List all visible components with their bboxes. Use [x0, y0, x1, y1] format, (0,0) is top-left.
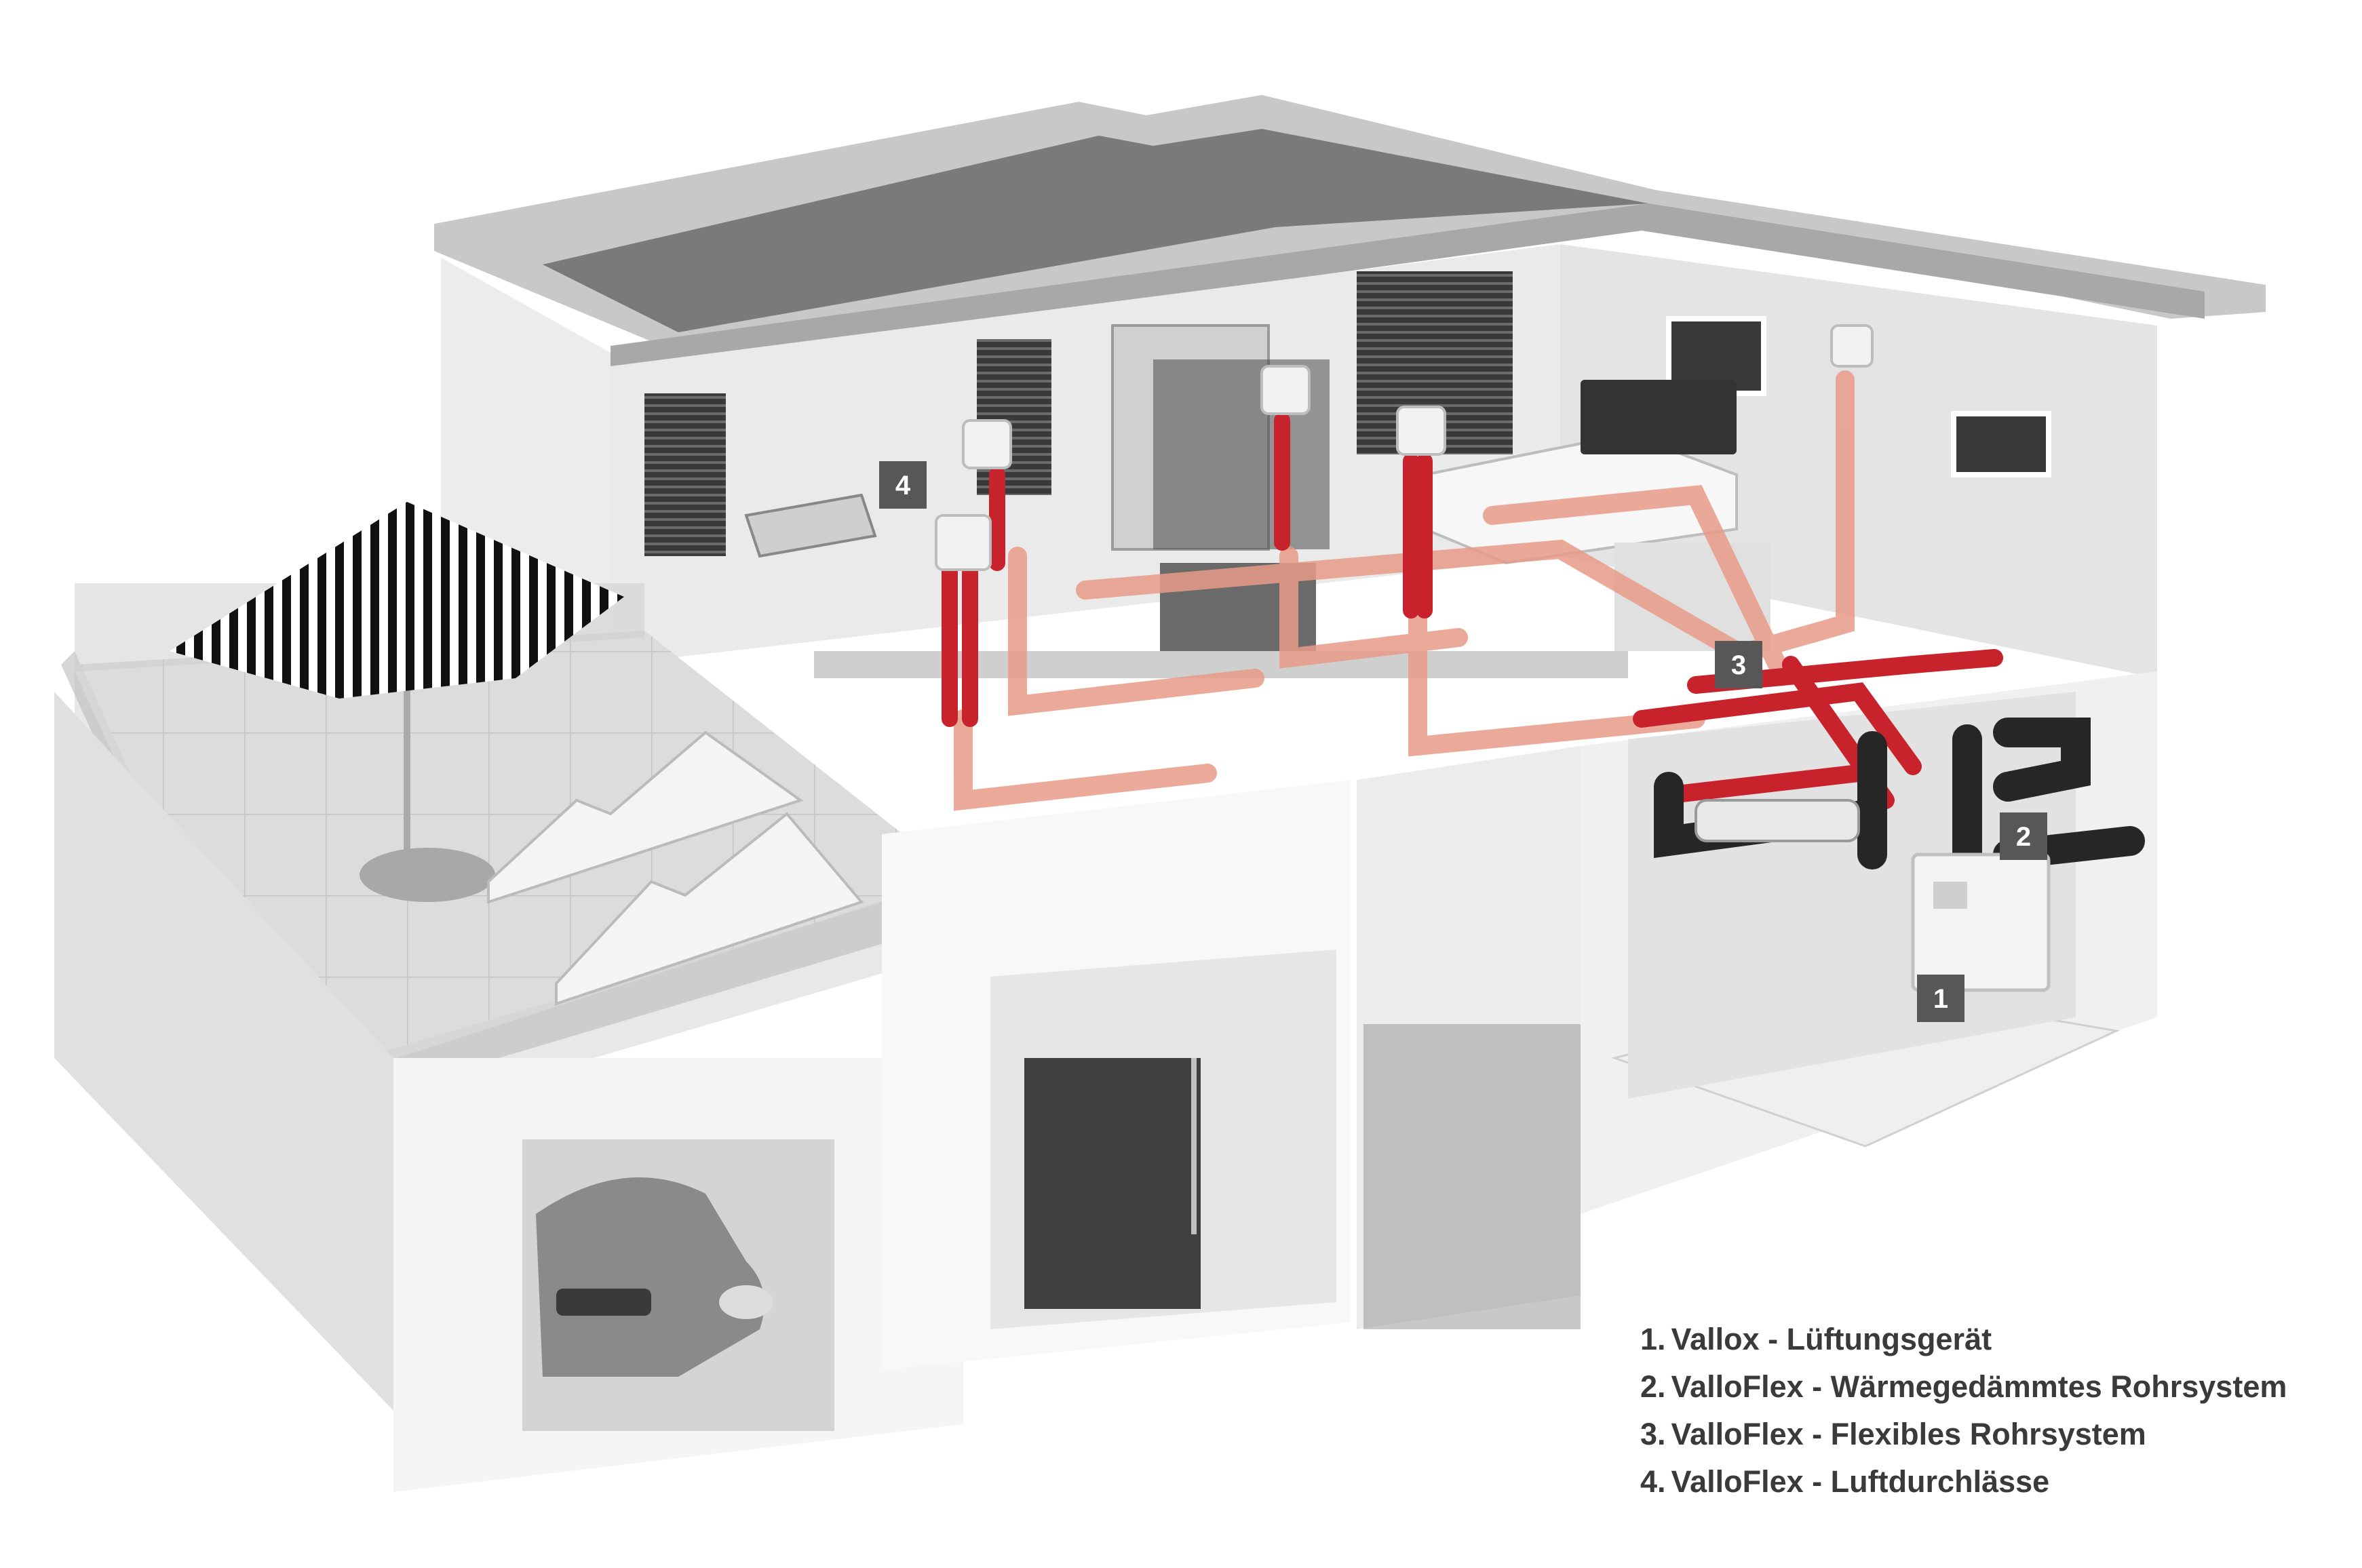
air-valve-icon: [962, 419, 1012, 469]
svg-text:4: 4: [895, 471, 911, 501]
car: [536, 1177, 773, 1377]
roof-parapet-front: [611, 203, 2205, 373]
air-valve-icon: [1830, 324, 1874, 368]
glass-railing-front: [75, 671, 963, 1153]
upper-floor: [441, 244, 2157, 685]
marker-2: 2: [2000, 812, 2047, 860]
legend-item: 3.ValloFlex - Flexibles Rohrsystem: [1640, 1411, 2346, 1458]
legend-text: ValloFlex - Wärmegedämmtes Rohrsystem: [1671, 1369, 2287, 1404]
stair-window: [1363, 1024, 1581, 1329]
legend-text: ValloFlex - Flexibles Rohrsystem: [1671, 1417, 2146, 1451]
air-riser-ducts: [942, 412, 1433, 727]
terrace-edge: [61, 651, 977, 1126]
legend-number: 1.: [1640, 1322, 1666, 1356]
air-valve-icon: [1260, 365, 1311, 415]
svg-text:2: 2: [2016, 822, 2031, 852]
upper-back-wall: [611, 244, 1560, 665]
air-valves: [935, 324, 1874, 571]
legend-item: 4.ValloFlex - Luftdurchlässe: [1640, 1458, 2346, 1506]
air-valve-icon: [1396, 406, 1446, 456]
legend-number: 3.: [1640, 1417, 1666, 1451]
bedroom-window-2: [1951, 411, 2051, 477]
legend-item: 2.ValloFlex - Wärmegedämmtes Rohrsystem: [1640, 1363, 2346, 1411]
legend-item: 1.Vallox - Lüftungsgerät: [1640, 1316, 2346, 1363]
marker-4: 4: [879, 461, 927, 509]
ventilation-unit: [1911, 852, 2051, 992]
roof-surface: [543, 129, 1648, 332]
marker-3: 3: [1715, 641, 1762, 688]
legend-number: 4.: [1640, 1464, 1666, 1499]
front-door: [1024, 1058, 1201, 1309]
air-valve-icon: [935, 514, 992, 571]
legend-text: Vallox - Lüftungsgerät: [1671, 1322, 1992, 1356]
svg-text:1: 1: [1933, 984, 1948, 1014]
marker-1: 1: [1917, 975, 1964, 1022]
headboard: [1581, 380, 1737, 454]
sun-lounger-1: [487, 730, 804, 904]
distribution-manifold: [1633, 649, 2003, 809]
ventilation-unit-panel: [1933, 882, 1967, 909]
window-blinds-mid: [977, 339, 1051, 495]
umbrella-canopy: [170, 502, 624, 699]
window-blinds-left: [644, 393, 726, 556]
roof: [434, 95, 2266, 373]
legend-text: ValloFlex - Luftdurchlässe: [1671, 1464, 2050, 1499]
flexible-duct-network: [954, 370, 1855, 811]
sun-lounger-2: [555, 812, 864, 1006]
umbrella-base: [360, 848, 495, 902]
left-side-wall: [54, 692, 393, 1411]
svg-text:3: 3: [1731, 650, 1746, 680]
insulated-pipe-sleeve: [1695, 799, 1860, 842]
desk: [744, 493, 877, 558]
legend-number: 2.: [1640, 1369, 1666, 1404]
legend: 1.Vallox - Lüftungsgerät 2.ValloFlex - W…: [1640, 1316, 2346, 1506]
